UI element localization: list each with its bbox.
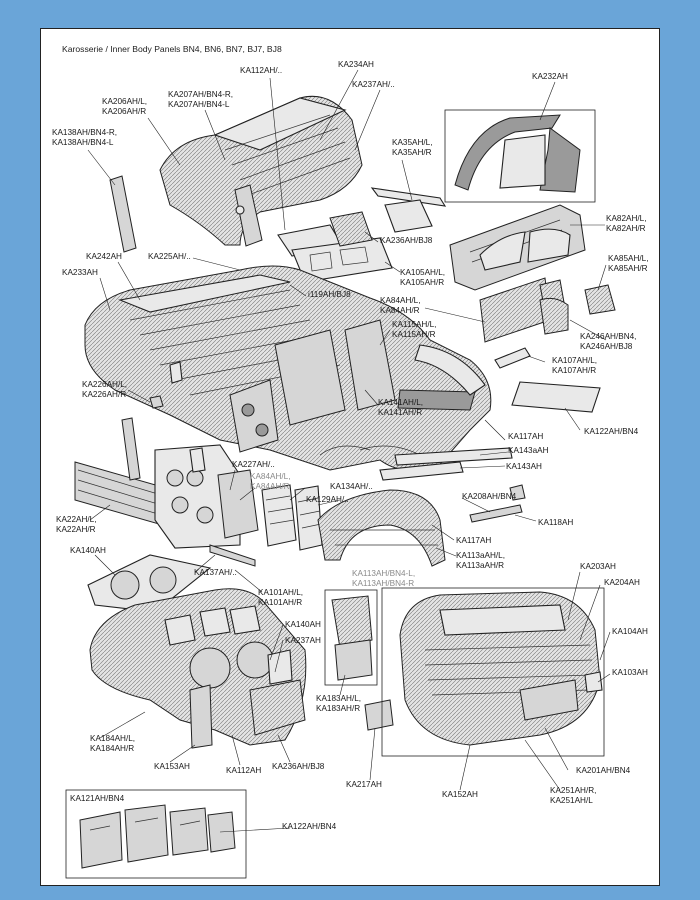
main-body-shell-part: [84, 265, 492, 472]
crossmember-parts: [379, 447, 526, 523]
diagram-title: Karosserie / Inner Body Panels BN4, BN6,…: [62, 44, 282, 54]
label-ka237ah-mid: KA237AH: [285, 636, 321, 645]
label-ka206ah: KA206AH/L, KA206AH/R: [102, 97, 148, 116]
front-body-part: [399, 591, 603, 746]
label-ka143aah: KA143aAH: [508, 446, 549, 455]
leader-lines: [87, 69, 611, 833]
label-ka204ah: KA204AH: [604, 578, 640, 587]
label-ka203ah: KA203AH: [580, 562, 616, 571]
label-ka153ah: KA153AH: [154, 762, 190, 771]
label-ka208ah: KA208AH/BN4: [462, 492, 517, 501]
label-ka122ah-bottom: KA122AH/BN4: [282, 822, 337, 831]
label-ka112ah-bottom: KA112AH: [226, 766, 262, 775]
label-ka138ah: KA138AH/BN4-R, KA138AH/BN4-L: [52, 128, 118, 147]
label-ka105ah: KA105AH/L, KA105AH/R: [400, 268, 446, 287]
side-strip-part: [109, 175, 137, 253]
label-ka233ah: KA233AH: [62, 268, 98, 277]
label-ka22ah: KA22AH/L, KA22AH/R: [56, 515, 97, 534]
label-ka113aah: KA113aAH/L, KA113aAH/R: [456, 551, 506, 570]
label-i119ah: i119AH/BJ8: [308, 290, 351, 299]
label-ka107ah: KA107AH/L, KA107AH/R: [552, 356, 598, 375]
bracket-part: [384, 199, 433, 233]
screen-frame-part: [454, 114, 581, 193]
inner-wing-part: [154, 444, 259, 549]
label-ka112ah-top: KA112AH/..: [240, 66, 283, 75]
label-ka234ah: KA234AH: [338, 60, 374, 69]
front-body-inset: [381, 587, 605, 757]
label-ka227ah: KA227AH/..: [232, 460, 275, 469]
label-ka251ah: KA251AH/R, KA251AH/L: [550, 786, 597, 805]
label-ka141ah: KA141AH/L, KA141AH/R: [378, 398, 424, 417]
label-ka121ah: KA121AH/BN4: [70, 794, 125, 803]
label-ka82ah: KA82AH/L, KA82AH/R: [606, 214, 647, 233]
label-ka236ah-bottom: KA236AH/BJ8: [272, 762, 325, 771]
boot-floor-part: [87, 554, 212, 613]
label-ka207ah: KA207AH/BN4-R, KA207AH/BN4-L: [168, 90, 234, 109]
label-ka122ah-right: KA122AH/BN4: [584, 427, 639, 436]
label-ka35ah: KA35AH/L, KA35AH/R: [392, 138, 433, 157]
panel-set-part: [479, 277, 616, 369]
label-ka117ah-b: KA117AH: [456, 536, 492, 545]
label-ka118ah: KA118AH: [538, 518, 574, 527]
cover-panel-part: [329, 211, 373, 247]
wheel-arch-part: [317, 489, 446, 567]
label-ka140ah-left: KA140AH: [70, 546, 106, 555]
label-ka84ah-grey: KA84AH/L, KA84AH/R: [250, 472, 291, 491]
label-ka140ah-mid: KA140AH: [285, 620, 321, 629]
label-ka152ah: KA152AH: [442, 790, 478, 799]
rear-shell-part: [159, 95, 363, 247]
label-ka113ah: KA113AH/BN4-L, KA113AH/BN4-R: [352, 569, 416, 588]
bottom-plate-parts: [79, 804, 236, 869]
detail-inset-box: [324, 589, 378, 686]
label-ka117ah-a: KA117AH: [508, 432, 544, 441]
label-ka137ah: KA137AH/..: [194, 568, 237, 577]
label-ka129ah: KA129AH/..: [306, 495, 349, 504]
trim-strip-part: [209, 544, 256, 567]
label-ka217ah: KA217AH: [346, 780, 382, 789]
small-plate-part: [364, 699, 394, 731]
label-ka84ah-top: KA84AH/L, KA84AH/R: [380, 296, 421, 315]
label-ka237ah-top: KA237AH/..: [352, 80, 395, 89]
screen-frame-inset: [444, 109, 596, 203]
label-ka101ah: KA101AH/L, KA101AH/R: [258, 588, 304, 607]
rear-trim-panels: [249, 649, 306, 736]
label-ka104ah: KA104AH: [612, 627, 648, 636]
bottom-plates-inset: [65, 789, 247, 879]
floor-plate-part: [511, 381, 601, 413]
rail-part: [370, 187, 447, 207]
label-ka236ah-top: KA236AH/BJ8: [380, 236, 433, 245]
label-ka184ah: KA184AH/L, KA184AH/R: [90, 734, 136, 753]
small-bracket-part: [149, 395, 164, 409]
label-ka85ah: KA85AH/L, KA85AH/R: [608, 254, 649, 273]
label-ka201ah: KA201AH/BN4: [576, 766, 631, 775]
label-ka115ah: KA115AH/L, KA115AH/R: [392, 320, 437, 339]
bulkhead-part: [449, 204, 586, 291]
label-ka232ah: KA232AH: [532, 72, 568, 81]
label-ka242ah: KA242AH: [86, 252, 122, 261]
label-ka143ah: KA143AH: [506, 462, 542, 471]
inset-bracket-part: [331, 595, 373, 681]
label-ka134ah: KA134AH/..: [330, 482, 373, 491]
label-ka183ah: KA183AH/L, KA183AH/R: [316, 694, 362, 713]
label-ka226ah: KA226AH/L, KA226AH/R: [82, 380, 128, 399]
label-ka225ah: KA225AH/..: [148, 252, 191, 261]
label-ka246ah: KA246AH/BN4, KA246AH/BJ8: [580, 332, 637, 351]
label-ka103ah: KA103AH: [612, 668, 648, 677]
